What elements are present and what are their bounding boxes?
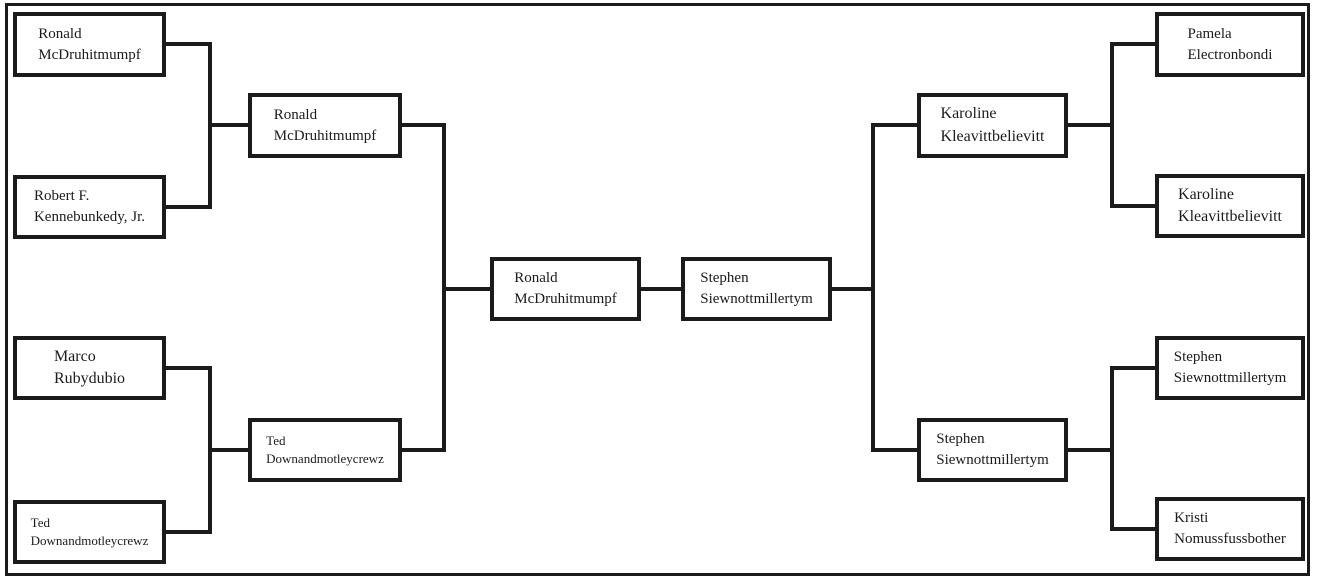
connector-couple-link bbox=[641, 287, 681, 291]
connector-right-top-branch-1 bbox=[1110, 42, 1155, 46]
person-name-line: Rubydubio bbox=[53, 370, 126, 387]
person-name-line: Karoline bbox=[940, 105, 997, 123]
person-name-line: Siewnottmillertym bbox=[1173, 370, 1287, 386]
person-name-line: Downandmotleycrewz bbox=[30, 533, 149, 548]
connector-right-bottom-branch-2 bbox=[1110, 527, 1155, 531]
person-name-line: Robert F. bbox=[33, 188, 90, 204]
connector-right-parents-branch-1 bbox=[871, 123, 917, 127]
diagram-border bbox=[5, 3, 1310, 576]
connector-left-bottom-branch-2 bbox=[166, 530, 212, 534]
connector-left-bottom-branch-1 bbox=[166, 366, 212, 370]
person-name-line: Kennebunkedy, Jr. bbox=[33, 209, 146, 225]
person-name-line: McDruhitmumpf bbox=[273, 127, 377, 144]
person-name-line: Ronald bbox=[273, 106, 318, 123]
connector-right-parents-vertical bbox=[871, 123, 875, 452]
connector-left-parents-stem bbox=[442, 287, 490, 291]
connector-left-bottom-stem bbox=[208, 448, 248, 452]
person-name-line: Stephen bbox=[1173, 349, 1223, 365]
connector-right-top-stem bbox=[1068, 123, 1114, 127]
person-name-line: Ted bbox=[266, 432, 286, 448]
person-name-line: Siewnottmillertym bbox=[936, 452, 1049, 468]
person-node-left-grandparent-top-2: Robert F. Kennebunkedy, Jr. bbox=[13, 175, 166, 239]
connector-right-bottom-branch-1 bbox=[1110, 366, 1155, 370]
connector-left-parents-branch-2 bbox=[402, 448, 446, 452]
person-name-line: Kristi bbox=[1174, 510, 1209, 526]
person-name-line: Ted bbox=[30, 514, 50, 530]
person-name-line: Kleavittbelievitt bbox=[1178, 208, 1282, 225]
person-name-line: Kleavittbelievitt bbox=[940, 127, 1045, 145]
connector-left-parents-branch-1 bbox=[402, 123, 446, 127]
connector-right-top-branch-2 bbox=[1110, 204, 1155, 208]
person-name-line: Karoline bbox=[1178, 185, 1234, 203]
person-name-line: McDruhitmumpf bbox=[38, 46, 141, 63]
person-name-line: McDruhitmumpf bbox=[514, 291, 617, 307]
person-name-line: Downandmotleycrewz bbox=[266, 451, 384, 466]
person-name-line: Ronald bbox=[514, 270, 558, 286]
person-name-line: Nomussfussbother bbox=[1174, 531, 1286, 547]
connector-right-bottom-vertical bbox=[1110, 366, 1114, 531]
person-name: Robert F. Kennebunkedy, Jr. bbox=[34, 186, 145, 228]
person-name-line: Electronbondi bbox=[1187, 46, 1273, 63]
person-name-line: Stephen bbox=[936, 431, 985, 447]
person-name-line: Ronald bbox=[38, 25, 82, 42]
person-name-line: Stephen bbox=[700, 270, 749, 286]
connector-left-top-branch-2 bbox=[166, 205, 212, 209]
person-name-line: Pamela bbox=[1187, 25, 1232, 42]
person-name-line: Siewnottmillertym bbox=[700, 291, 813, 307]
connector-left-top-branch-1 bbox=[166, 42, 212, 46]
connector-left-top-stem bbox=[208, 123, 248, 127]
person-name-line: Marco bbox=[53, 347, 96, 365]
connector-right-parents-branch-2 bbox=[871, 448, 917, 452]
connector-right-top-vertical bbox=[1110, 42, 1114, 208]
connector-right-bottom-stem bbox=[1068, 448, 1114, 452]
connector-right-parents-stem bbox=[832, 287, 875, 291]
